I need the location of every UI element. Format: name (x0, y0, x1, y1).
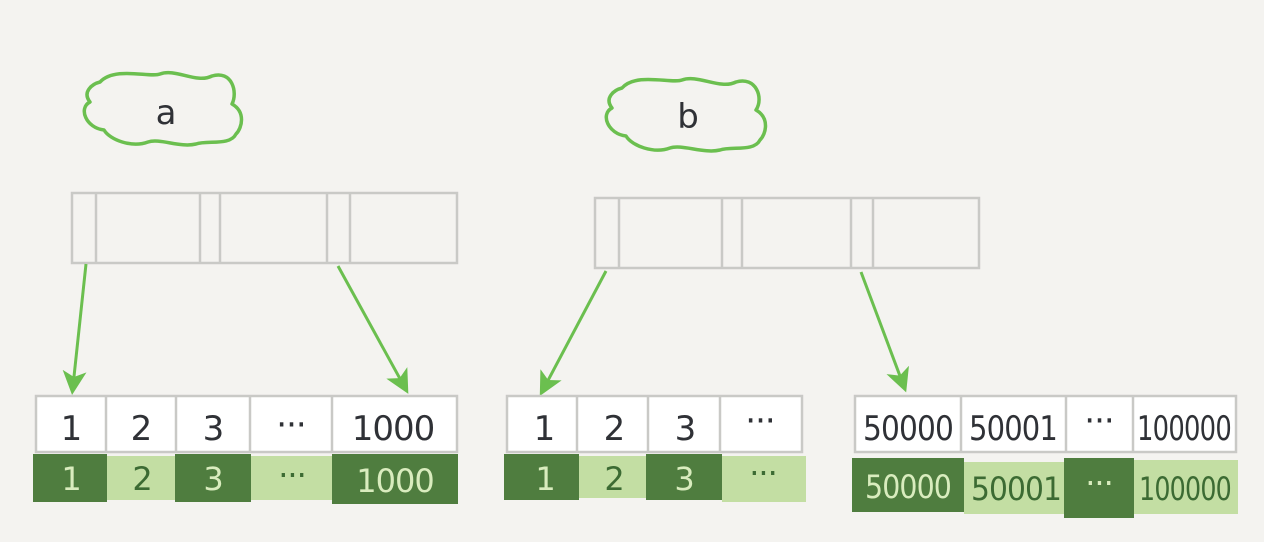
leaf-a-value-cell-1 (33, 454, 107, 502)
leaf-b2-value-1: 50000 (865, 468, 951, 506)
leaf-b2-value-3: ··· (1085, 464, 1113, 502)
leaf-b1-value-cell-4 (722, 456, 806, 502)
pointer-arrow-a-right (336, 265, 409, 394)
leaf-a-key-5: 1000 (352, 409, 435, 449)
leaf-a-key-1: 1 (61, 409, 82, 449)
leaf-b1-value-1: 1 (535, 460, 554, 498)
root-node-a (70, 191, 459, 265)
index-a: a 1 2 3 ··· 1000 (33, 70, 459, 504)
leaf-a-value-5: 1000 (356, 462, 433, 500)
cloud-a-shape (82, 70, 244, 147)
leaf-node-a: 1 2 3 ··· 1000 1 2 3 ··· 1000 (33, 394, 459, 504)
leaf-node-b-2: 50000 50001 ··· 100000 50000 50001 ··· 1… (852, 394, 1238, 518)
leaf-a-key-4: ··· (276, 405, 305, 445)
leaf-a-value-2: 2 (132, 460, 151, 498)
leaf-a-value-3: 3 (203, 460, 222, 498)
leaf-b2-key-2: 50001 (969, 409, 1057, 449)
pointer-arrow-b-right (859, 271, 909, 393)
leaf-b2-key-4: 100000 (1137, 409, 1231, 449)
leaf-b1-key-1: 1 (534, 409, 555, 449)
index-b: b 1 2 3 ··· 1 2 (504, 76, 1238, 518)
leaf-b2-value-cell-2 (964, 462, 1066, 514)
leaf-a-value-1: 1 (61, 460, 80, 498)
leaf-a-value-cell-3 (175, 454, 251, 502)
leaf-a-value-cell-4 (251, 456, 333, 500)
leaf-b1-value-cell-1 (504, 454, 579, 500)
pointer-arrow-a-left (62, 263, 88, 395)
leaf-b2-value-cell-3 (1064, 458, 1134, 518)
leaf-b2-value-2: 50001 (971, 470, 1061, 508)
leaf-b2-key-1: 50000 (863, 409, 953, 449)
root-node-b (593, 196, 981, 270)
leaf-b1-key-4: ··· (745, 401, 774, 441)
leaf-b2-key-3: ··· (1084, 401, 1113, 441)
leaf-a-key-3: 3 (203, 409, 224, 449)
leaf-b1-value-4: ··· (749, 454, 777, 492)
leaf-b1-value-cell-2 (579, 456, 648, 498)
cloud-b-label: b (677, 97, 699, 137)
cloud-a-label: a (156, 93, 177, 133)
leaf-b2-value-4: 100000 (1139, 470, 1231, 508)
leaf-a-value-cell-5 (332, 454, 458, 504)
leaf-b1-key-2: 2 (604, 409, 625, 449)
leaf-b1-value-2: 2 (604, 460, 623, 498)
leaf-b1-key-3: 3 (675, 409, 696, 449)
leaf-a-key-2: 2 (131, 409, 152, 449)
leaf-b2-value-cell-4 (1134, 460, 1238, 514)
leaf-a-value-cell-2 (107, 456, 177, 500)
cloud-b-shape (604, 76, 768, 153)
leaf-b2-value-cell-1 (852, 458, 964, 512)
leaf-b1-value-cell-3 (646, 454, 722, 500)
leaf-a-value-4: ··· (278, 456, 306, 494)
leaf-node-b-1: 1 2 3 ··· 1 2 3 ··· (504, 394, 806, 502)
pointer-arrow-b-left (539, 270, 608, 396)
leaf-b1-value-3: 3 (674, 460, 693, 498)
